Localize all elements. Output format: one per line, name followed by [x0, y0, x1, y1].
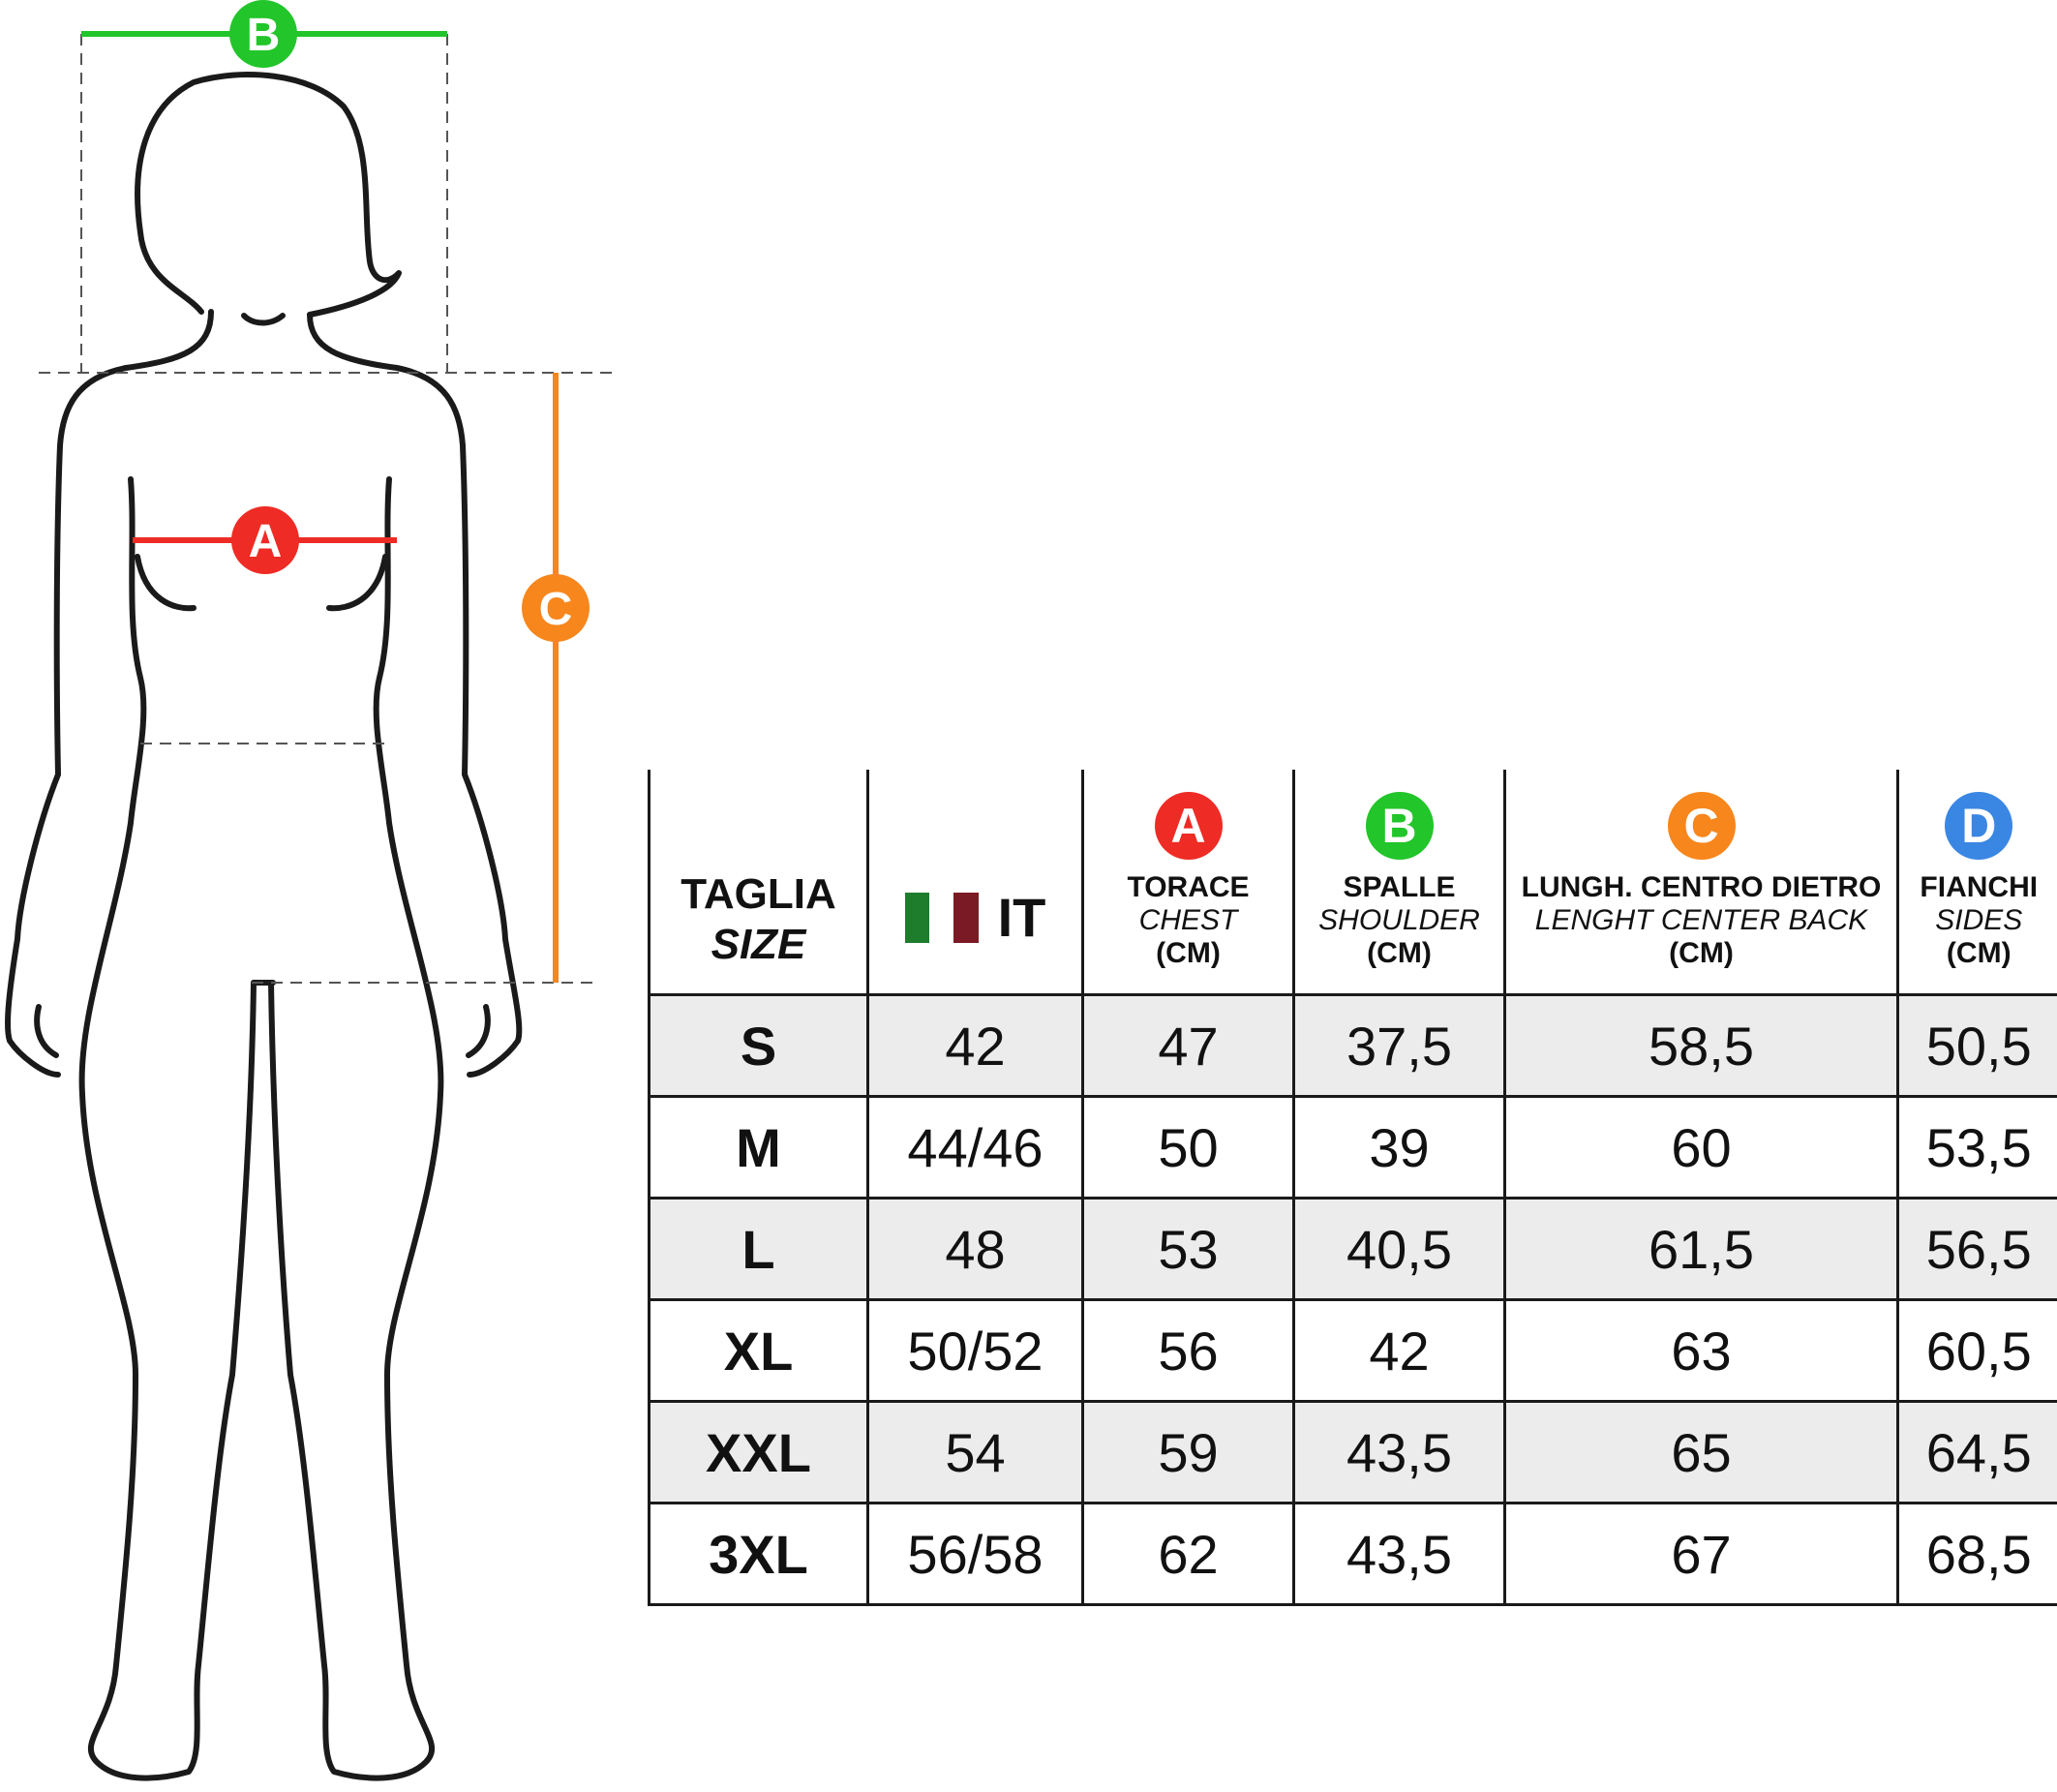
italy-flag-icon [904, 892, 979, 943]
marker-c-label: C [539, 584, 573, 635]
chest-cell: 59 [1081, 1400, 1295, 1504]
sides-cell: 68,5 [1896, 1502, 2057, 1606]
header-shoulder-unit: (CM) [1367, 937, 1432, 969]
header-sides-unit: (CM) [1946, 937, 2012, 969]
size-cell: M [648, 1095, 869, 1200]
sides-cell: 53,5 [1896, 1095, 2057, 1200]
size-cell: XXL [648, 1400, 869, 1504]
header-shoulder-main: SPALLE [1343, 871, 1456, 903]
header-chest-unit: (CM) [1156, 937, 1221, 969]
sides-cell: 56,5 [1896, 1197, 2057, 1301]
shoulder-cell: 42 [1292, 1298, 1506, 1403]
table-header-row: TAGLIA SIZE IT A TORACE CHEST (CM) [648, 770, 2057, 996]
chest-cell: 47 [1081, 993, 1295, 1098]
it-cell: 44/46 [866, 1095, 1084, 1200]
chest-cell: 56 [1081, 1298, 1295, 1403]
sides-cell: 60,5 [1896, 1298, 2057, 1403]
header-chest-sub: CHEST [1138, 904, 1238, 936]
shoulder-cell: 40,5 [1292, 1197, 1506, 1301]
length-cell: 65 [1503, 1400, 1899, 1504]
body-outline [4, 72, 523, 1781]
header-size-sub: SIZE [711, 921, 806, 968]
shoulder-cell: 43,5 [1292, 1400, 1506, 1504]
header-shoulder: B SPALLE SHOULDER (CM) [1292, 770, 1506, 996]
header-length-main: LUNGH. CENTRO DIETRO [1521, 871, 1882, 903]
header-chest: A TORACE CHEST (CM) [1081, 770, 1295, 996]
header-length-unit: (CM) [1669, 937, 1734, 969]
length-cell: 58,5 [1503, 993, 1899, 1098]
header-shoulder-sub: SHOULDER [1318, 904, 1480, 936]
table-row: XXL 54 59 43,5 65 64,5 [648, 1400, 2057, 1504]
sides-cell: 64,5 [1896, 1400, 2057, 1504]
header-size-main: TAGLIA [681, 870, 836, 918]
chest-cell: 62 [1081, 1502, 1295, 1606]
dashed-guides [39, 34, 620, 984]
measure-b: B [81, 0, 447, 68]
body-measurement-figure: B A C [4, 0, 620, 1781]
measure-c: C [522, 373, 590, 983]
shoulder-cell: 37,5 [1292, 993, 1506, 1098]
table-row: XL 50/52 56 42 63 60,5 [648, 1298, 2057, 1403]
chest-cell: 53 [1081, 1197, 1295, 1301]
it-cell: 48 [866, 1197, 1084, 1301]
badge-d-icon: D [1945, 792, 2013, 860]
table-row: M 44/46 50 39 60 53,5 [648, 1095, 2057, 1200]
badge-a-icon: A [1154, 792, 1223, 860]
marker-a-label: A [249, 516, 283, 567]
it-cell: 54 [866, 1400, 1084, 1504]
size-table: TAGLIA SIZE IT A TORACE CHEST (CM) [648, 770, 2057, 1606]
it-cell: 56/58 [866, 1502, 1084, 1606]
length-cell: 60 [1503, 1095, 1899, 1200]
length-cell: 67 [1503, 1502, 1899, 1606]
header-sides-sub: SIDES [1935, 904, 2023, 936]
header-length-sub: LENGHT CENTER BACK [1534, 904, 1868, 936]
marker-b-label: B [247, 10, 281, 61]
it-cell: 50/52 [866, 1298, 1084, 1403]
size-cell: XL [648, 1298, 869, 1403]
header-it-label: IT [997, 887, 1046, 948]
badge-b-icon: B [1365, 792, 1434, 860]
badge-c-icon: C [1667, 792, 1736, 860]
shoulder-cell: 43,5 [1292, 1502, 1506, 1606]
measure-a: A [133, 506, 397, 574]
table-row: L 48 53 40,5 61,5 56,5 [648, 1197, 2057, 1301]
table-row: 3XL 56/58 62 43,5 67 68,5 [648, 1502, 2057, 1606]
sides-cell: 50,5 [1896, 993, 2057, 1098]
header-sides-main: FIANCHI [1920, 871, 2039, 903]
length-cell: 63 [1503, 1298, 1899, 1403]
size-cell: L [648, 1197, 869, 1301]
header-length: C LUNGH. CENTRO DIETRO LENGHT CENTER BAC… [1503, 770, 1899, 996]
length-cell: 61,5 [1503, 1197, 1899, 1301]
header-it: IT [866, 770, 1084, 996]
size-cell: S [648, 993, 869, 1098]
chest-cell: 50 [1081, 1095, 1295, 1200]
header-size: TAGLIA SIZE [648, 770, 869, 996]
header-sides: D FIANCHI SIDES (CM) [1896, 770, 2057, 996]
size-cell: 3XL [648, 1502, 869, 1606]
it-cell: 42 [866, 993, 1084, 1098]
table-row: S 42 47 37,5 58,5 50,5 [648, 993, 2057, 1098]
header-chest-main: TORACE [1127, 871, 1250, 903]
shoulder-cell: 39 [1292, 1095, 1506, 1200]
